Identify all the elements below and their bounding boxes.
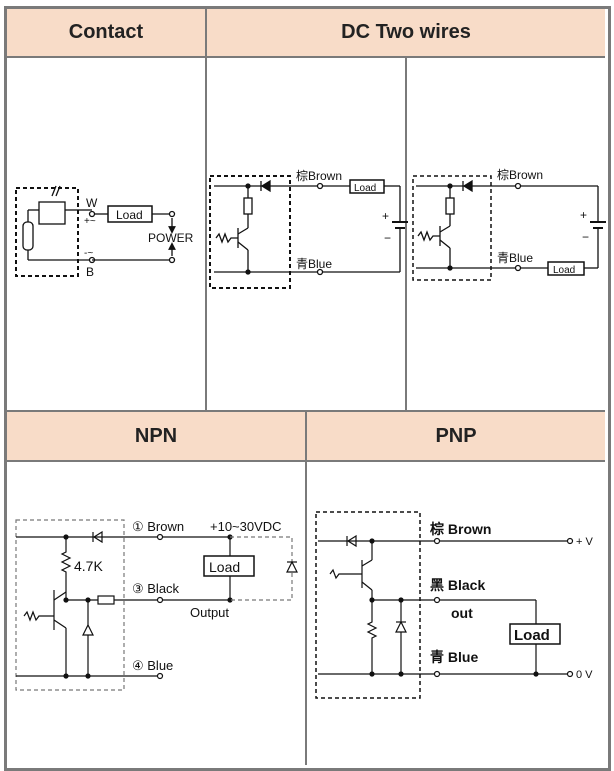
npn-voltage-label: +10~30VDC	[210, 519, 282, 534]
grid-line	[305, 412, 307, 765]
header-dc-two-wires: DC Two wires	[207, 9, 605, 56]
pnp-zero-v-label: 0 V	[576, 669, 593, 681]
header-npn: NPN	[7, 412, 305, 460]
contact-plus-ac: +~	[84, 216, 96, 227]
contact-minus-ac: -~	[84, 248, 93, 259]
contact-power-label: POWER	[148, 231, 194, 245]
npn-diagram	[15, 519, 298, 691]
grid-line	[7, 410, 605, 412]
dc1-brown-label: 棕Brown	[296, 168, 342, 183]
npn-resistor-label: 4.7K	[74, 558, 103, 574]
contact-diagram	[15, 185, 176, 277]
dc2-plus-label: +	[580, 208, 587, 222]
dc2-brown-label: 棕Brown	[497, 167, 543, 182]
npn-brown-label: ① Brown	[132, 519, 184, 534]
dc2-minus-label: −	[582, 230, 589, 244]
grid-line	[7, 460, 605, 462]
dc1-blue-label: 青Blue	[296, 257, 332, 271]
npn-output-label: Output	[190, 605, 229, 620]
grid-line	[7, 56, 605, 58]
pnp-plus-v-label: + V	[576, 536, 593, 548]
pnp-brown-label: 棕 Brown	[429, 521, 491, 537]
contact-b-label: B	[86, 265, 94, 279]
pnp-diagram	[315, 511, 574, 699]
dc2-load-label: Load	[553, 265, 575, 276]
dc2-blue-label: 青Blue	[497, 251, 533, 265]
dc1-plus-label: +	[382, 209, 389, 223]
npn-black-label: ③ Black	[132, 581, 180, 596]
npn-blue-label: ④ Blue	[132, 658, 173, 673]
contact-w-label: W	[86, 196, 98, 210]
grid-line	[205, 9, 207, 410]
dc1-minus-label: −	[384, 231, 391, 245]
npn-load-label: Load	[209, 559, 240, 575]
pnp-blue-label: 青 Blue	[430, 649, 478, 665]
pnp-load-label: Load	[514, 627, 550, 644]
dc-two-wire-diagram-2	[412, 175, 606, 281]
header-pnp: PNP	[307, 412, 605, 460]
dc-two-wire-diagram-1	[209, 175, 408, 289]
pnp-black-label: 黑 Black	[430, 577, 485, 593]
dc1-load-label: Load	[354, 183, 376, 194]
pnp-out-label: out	[451, 605, 473, 621]
contact-load-label: Load	[116, 208, 143, 222]
grid-line	[405, 58, 407, 410]
header-contact: Contact	[7, 9, 205, 56]
